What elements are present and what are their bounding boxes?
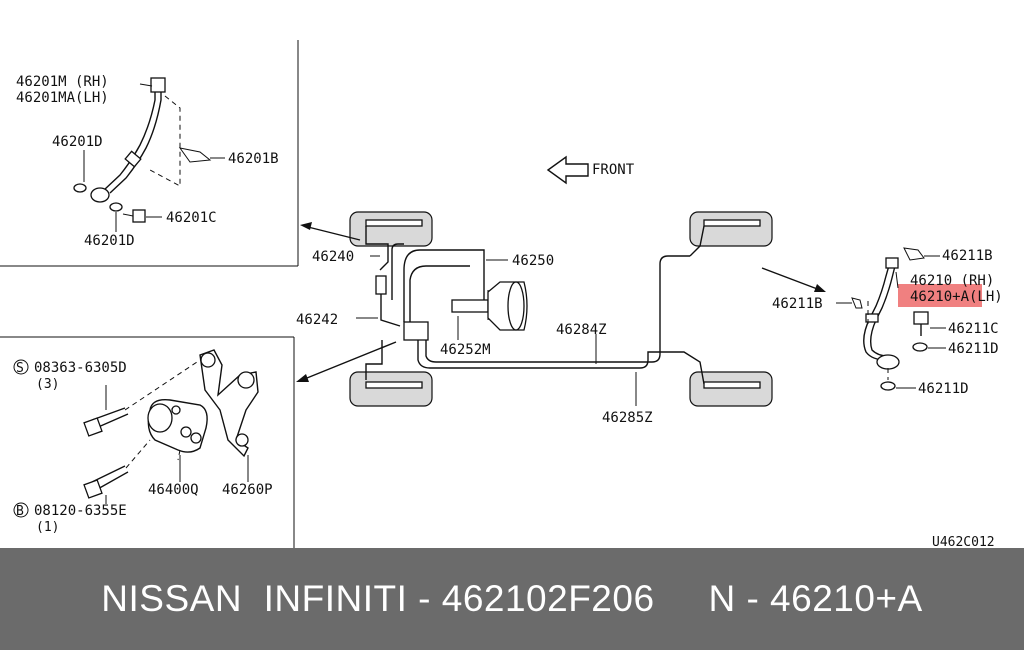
label-46201c: 46201C (166, 210, 217, 226)
label-46252m: 46252M (440, 342, 491, 358)
label-46201d-upper: 46201D (52, 134, 103, 150)
part-number-footer: NISSAN INFINITI - 462102F206 N - 46210+A (0, 548, 1024, 650)
label-46211b-left: 46211B (772, 296, 823, 312)
front-label: FRONT (592, 162, 635, 178)
footer-title: NISSAN INFINITI - 462102F206 N - 46210+A (101, 578, 923, 619)
label-46242: 46242 (296, 312, 338, 328)
label-46250: 46250 (512, 253, 554, 269)
label-46285z: 46285Z (602, 410, 653, 426)
label-46201b: 46201B (228, 151, 279, 167)
label-bolt-symbol: B (16, 504, 24, 519)
label-08363-6305d: 08363-6305D (34, 360, 127, 376)
label-46211b-top: 46211B (942, 248, 993, 264)
label-08120-qty: (1) (36, 520, 59, 535)
label-46211c: 46211C (948, 321, 999, 337)
label-46211d-lower: 46211D (918, 381, 969, 397)
label-46201d-lower: 46201D (84, 233, 135, 249)
label-08363-qty: (3) (36, 377, 59, 392)
valve-inset: S B 08363-6305D (3) 46400Q 46260P 08120-… (0, 336, 295, 548)
label-46260p: 46260P (222, 482, 273, 498)
label-46210: 46210 (RH) (910, 273, 994, 289)
front-hose-inset: 46201M (RH) 46201MA(LH) 46201D 46201B 46… (0, 40, 299, 267)
highlight-46210a (898, 284, 982, 307)
label-08120-6355e: 08120-6355E (34, 503, 127, 519)
label-46201m: 46201M (RH) (16, 74, 109, 90)
label-46210a: 46210+A(LH) (910, 289, 1003, 305)
label-46211d-upper: 46211D (948, 341, 999, 357)
label-46284z: 46284Z (556, 322, 607, 338)
label-46400q: 46400Q (148, 482, 199, 498)
label-screw-symbol: S (16, 361, 24, 376)
chassis-piping: FRONT (296, 155, 826, 426)
label-46240: 46240 (312, 249, 354, 265)
label-46201ma: 46201MA(LH) (16, 90, 109, 106)
brake-piping-diagram: 46201M (RH) 46201MA(LH) 46201D 46201B 46… (0, 40, 1003, 548)
rear-hose-detail: 46211B 46210 (RH) 46210+A(LH) 46211B 462… (772, 247, 1003, 397)
drawing-code: U462C012 (932, 535, 995, 548)
